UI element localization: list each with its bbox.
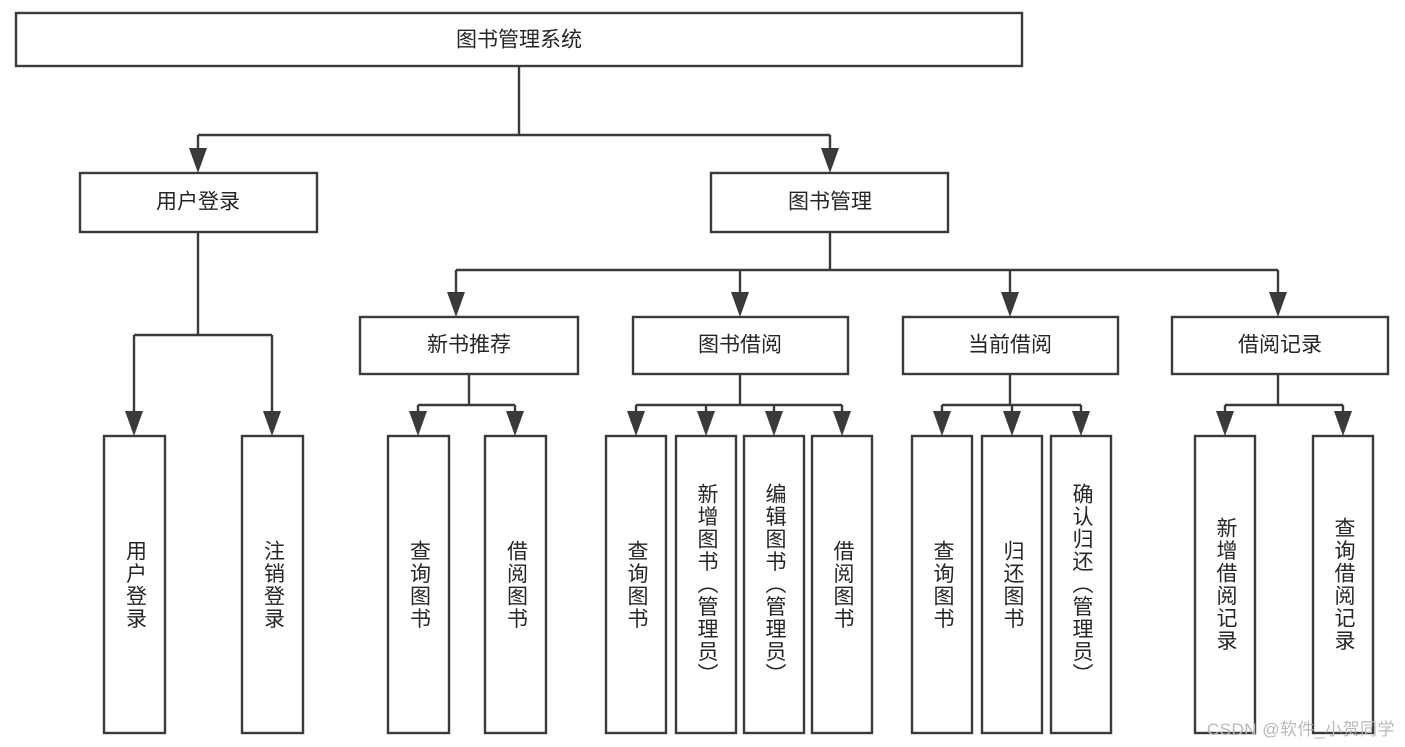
connector-current-borrow-to-leaves (933, 374, 1090, 436)
arrow-head-leaf-query-book-1 (409, 411, 427, 436)
leaf-box-return-book[interactable] (980, 434, 1044, 735)
arrow-head-leaf-add-book (697, 411, 715, 436)
arrow-head-new-book-recommend (447, 292, 465, 317)
leaf-boxes (102, 434, 1375, 735)
arrow-head-leaf-edit-book (765, 411, 783, 436)
node-current-borrow-label: 当前借阅 (968, 334, 1052, 357)
arrow-head-book-management (821, 148, 839, 173)
node-user-login-label: 用户登录 (156, 191, 240, 214)
arrow-head-leaf-query-book-2 (627, 411, 645, 436)
node-user-login[interactable]: 用户登录 (78, 171, 319, 234)
leaf-box-user-login[interactable] (102, 434, 167, 735)
arrow-head-book-borrow (731, 292, 749, 317)
node-borrow-record[interactable]: 借阅记录 (1170, 315, 1390, 376)
connector-book-borrow-to-leaves (627, 374, 851, 436)
connector-user-login-to-leaves (125, 232, 281, 436)
node-root[interactable]: 图书管理系统 (14, 11, 1024, 68)
node-current-borrow[interactable]: 当前借阅 (901, 315, 1120, 376)
arrow-head-user-login (189, 148, 207, 173)
arrow-head-leaf-query-record (1334, 411, 1352, 436)
arrow-head-leaf-borrow-book-2 (833, 411, 851, 436)
connector-root-to-level2 (189, 66, 839, 173)
node-book-management[interactable]: 图书管理 (709, 171, 950, 234)
leaf-box-add-book[interactable] (674, 434, 738, 735)
arrow-head-leaf-query-book-3 (933, 411, 951, 436)
arrow-head-leaf-confirm-return (1072, 411, 1090, 436)
node-new-book-recommend[interactable]: 新书推荐 (358, 315, 580, 376)
leaf-box-edit-book[interactable] (742, 434, 806, 735)
arrow-head-borrow-record (1269, 292, 1287, 317)
leaf-box-borrow-book-1[interactable] (483, 434, 548, 735)
node-book-management-label: 图书管理 (788, 191, 872, 214)
connector-borrow-record-to-leaves (1216, 374, 1352, 436)
connector-new-book-recommend-to-leaves (409, 374, 524, 436)
leaf-box-confirm-return[interactable] (1049, 434, 1113, 735)
arrow-head-current-borrow (1001, 292, 1019, 317)
node-borrow-record-label: 借阅记录 (1238, 334, 1322, 357)
leaf-box-query-book-1[interactable] (386, 434, 451, 735)
leaf-box-logout[interactable] (240, 434, 305, 735)
leaf-box-query-record[interactable] (1311, 434, 1375, 735)
node-root-label: 图书管理系统 (456, 29, 582, 52)
leaf-box-query-book-2[interactable] (604, 434, 668, 735)
node-book-borrow-label: 图书借阅 (698, 334, 782, 357)
csdn-watermark: CSDN @软件_小贺同学 (1206, 720, 1395, 739)
arrow-head-leaf-add-record (1216, 411, 1234, 436)
node-new-book-recommend-label: 新书推荐 (427, 334, 511, 357)
leaf-box-add-record[interactable] (1193, 434, 1257, 735)
connector-book-management-to-level3 (447, 232, 1287, 317)
leaf-box-query-book-3[interactable] (910, 434, 974, 735)
arrow-head-leaf-borrow-book-1 (506, 411, 524, 436)
arrow-head-leaf-return-book (1003, 411, 1021, 436)
leaf-box-borrow-book-2[interactable] (810, 434, 874, 735)
arrow-head-leaf-logout (263, 411, 281, 436)
arrow-head-leaf-user-login (125, 411, 143, 436)
node-book-borrow[interactable]: 图书借阅 (631, 315, 850, 376)
